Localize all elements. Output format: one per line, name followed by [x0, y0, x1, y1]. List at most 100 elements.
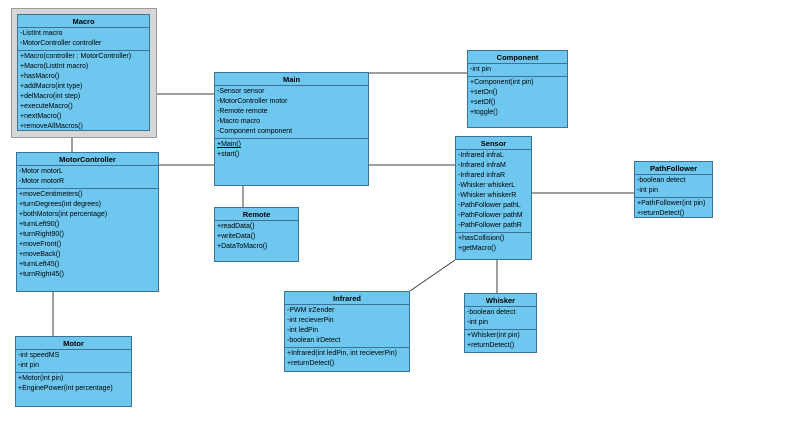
class-member: -int pin — [470, 66, 492, 73]
class-title: Motor — [63, 339, 84, 348]
attributes-compartment: -boolean detect -int pin — [465, 306, 536, 329]
class-member: +returnDetect() — [467, 342, 515, 349]
class-title: Whisker — [485, 296, 516, 305]
class-sensor[interactable]: Sensor -Infrared infraL-Infrared infraM-… — [455, 136, 532, 260]
class-member: -int pin — [467, 319, 489, 326]
class-title: Main — [282, 75, 301, 84]
class-member: -boolean detect — [637, 177, 686, 184]
attributes-compartment: -int pin — [468, 63, 567, 76]
class-member: -MotorController motor — [217, 98, 288, 105]
class-member: -boolean detect — [467, 309, 516, 316]
methods-compartment: +Macro(controller : MotorController) +Mac… — [18, 50, 149, 130]
methods-compartment: +PathFollower(int pin) +returnDetect() — [635, 197, 712, 217]
class-member: +Infrared(int ledPin, int recieverPin) — [287, 350, 397, 357]
class-member: +setOn() — [470, 89, 498, 96]
class-member: +moveBack() — [19, 251, 61, 258]
class-member: +Whisker(int pin) — [467, 332, 520, 339]
class-motor[interactable]: Motor -int speedMS-int pin +Motor(int pi… — [15, 336, 132, 407]
class-member: +delMacro(int step) — [20, 93, 81, 100]
class-member: -Whisker whiskerR — [458, 192, 517, 199]
class-member: -PathFollower pathR — [458, 222, 522, 229]
class-member: -Motor motorL — [19, 168, 63, 175]
class-member: -PWM irZender — [287, 307, 335, 314]
class-member: +addMacro(int type) — [20, 83, 83, 90]
class-infrared[interactable]: Infrared -PWM irZender -int recieverPin -i… — [284, 291, 410, 372]
class-main[interactable]: Main -Sensor sensor -MotorController moto… — [214, 72, 369, 186]
methods-compartment: +Motor(int pin) +EnginePower(int percenta… — [16, 372, 131, 406]
class-member: +turnLeft90() — [19, 221, 60, 228]
class-title: Infrared — [333, 294, 361, 303]
class-member: +moveCentimeters() — [19, 191, 83, 198]
class-member: -int pin — [637, 187, 659, 194]
attributes-compartment: -boolean detect -int pin — [635, 174, 712, 197]
class-pathfollower[interactable]: PathFollower -boolean detect -int pin +Pa… — [634, 161, 713, 218]
class-member: -Infrared infraM — [458, 162, 506, 169]
class-member: +toggle() — [470, 109, 498, 116]
class-member: -int pin — [18, 362, 40, 369]
class-component[interactable]: Component -int pin +Component(int pin) +s… — [467, 50, 568, 128]
class-member: +Motor(int pin) — [18, 375, 64, 382]
attributes-compartment: -ListInt macro -MotorController controlle… — [18, 27, 149, 50]
class-member: +moveFront() — [19, 241, 62, 248]
class-member: +turnRight45() — [19, 271, 64, 278]
class-title: Component — [496, 53, 539, 62]
class-member: -int recieverPin — [287, 317, 334, 324]
class-member: -Infrared infraR — [458, 172, 506, 179]
methods-compartment: +Component(int pin) +setOn() +setOf() +togg… — [468, 76, 567, 127]
class-member: +Component(int pin) — [470, 79, 534, 86]
attributes-compartment: -Infrared infraL-Infrared infraM-Infrare… — [456, 149, 531, 232]
class-member: +executeMacro() — [20, 103, 73, 110]
class-member: +removeAllMacros() — [20, 123, 83, 130]
class-member: +turnLeft45() — [19, 261, 60, 268]
attributes-compartment: -PWM irZender -int recieverPin -int ledPin… — [285, 304, 409, 347]
class-title: Macro — [72, 17, 95, 26]
class-member: +returnDetect() — [637, 210, 685, 217]
class-member: -Component component — [217, 128, 293, 135]
class-member: +getMacro() — [458, 245, 496, 252]
class-title: PathFollower — [649, 164, 698, 173]
class-member: +readData() — [217, 223, 255, 230]
class-member: +returnDetect() — [287, 360, 335, 367]
class-macro[interactable]: Macro -ListInt macro -MotorController con… — [17, 14, 150, 131]
class-member: +hasCollision() — [458, 235, 505, 242]
class-member: +PathFollower(int pin) — [637, 200, 706, 207]
class-member: +EnginePower(int percentage) — [18, 385, 113, 392]
class-member: -Motor motorR — [19, 178, 65, 185]
class-member: +Macro(controller : MotorController) — [20, 53, 132, 60]
methods-compartment: +moveCentimeters()+turnDegrees(int degre… — [17, 188, 158, 291]
class-member: -ListInt macro — [20, 30, 63, 37]
class-member: -Macro macro — [217, 118, 261, 125]
class-member: -MotorController controller — [20, 40, 102, 47]
connector-sensor-infrared[interactable] — [409, 259, 456, 292]
attributes-compartment: -Sensor sensor-MotorController motor-Rem… — [215, 85, 368, 138]
class-member: +bothMotors(int percentage) — [19, 211, 108, 218]
class-motorcontroller[interactable]: MotorController -Motor motorL-Motor moto… — [16, 152, 159, 292]
methods-compartment: +readData() +writeData() +DataToMacro() — [215, 220, 298, 261]
methods-compartment: +hasCollision() +getMacro() — [456, 232, 531, 259]
class-member: +DataToMacro() — [217, 243, 268, 250]
attributes-compartment: -Motor motorL -Motor motorR — [17, 165, 158, 188]
class-member: -Whisker whiskerL — [458, 182, 516, 189]
class-member: -PathFollower pathL — [458, 202, 521, 209]
class-member: -Sensor sensor — [217, 88, 265, 95]
class-member: +turnRight90() — [19, 231, 64, 238]
class-title: Sensor — [480, 139, 507, 148]
attributes-compartment: -int speedMS-int pin — [16, 349, 131, 372]
class-remote[interactable]: Remote +readData() +writeData() +DataToMac… — [214, 207, 299, 262]
class-member: -PathFollower pathM — [458, 212, 523, 219]
methods-compartment: +Whisker(int pin) +returnDetect() — [465, 329, 536, 352]
class-member: +setOf() — [470, 99, 496, 106]
class-member: +Macro(ListInt macro) — [20, 63, 89, 70]
class-member: -boolean irDetect — [287, 337, 341, 344]
class-member: +hasMacro() — [20, 73, 60, 80]
class-member: -int ledPin — [287, 327, 319, 334]
class-title: Remote — [242, 210, 271, 219]
class-member: +writeData() — [217, 233, 256, 240]
class-member: +Main() — [217, 141, 241, 148]
class-whisker[interactable]: Whisker -boolean detect -int pin +Whisker… — [464, 293, 537, 353]
class-member: +nextMacro() — [20, 113, 62, 120]
methods-compartment: +Infrared(int ledPin, int recieverPin) +r… — [285, 347, 409, 371]
class-member: +start() — [217, 151, 240, 158]
